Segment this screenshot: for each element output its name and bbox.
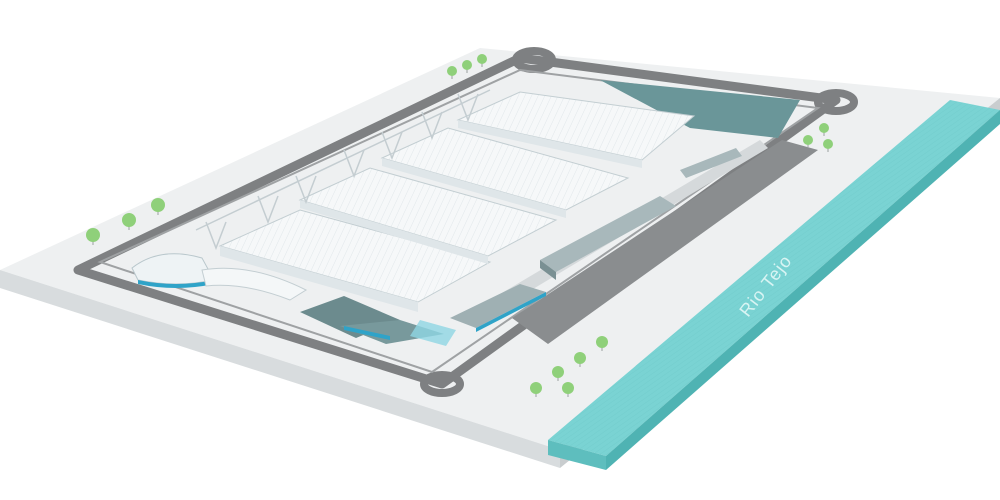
pavilion-2 (298, 167, 558, 264)
parking-lot-north (600, 80, 800, 138)
pavilion-4 (456, 91, 696, 168)
pavilion-3 (380, 127, 630, 218)
roundabout-icon (420, 47, 858, 397)
parking-lot-east (512, 140, 818, 344)
tree-icon (86, 54, 833, 397)
masts (195, 89, 491, 251)
annex-building (450, 148, 742, 332)
entrance-canopy (131, 253, 308, 301)
perimeter-road (73, 53, 841, 389)
pavilion-1 (218, 209, 492, 312)
inner-road (97, 68, 821, 374)
main-entrance (300, 296, 456, 346)
